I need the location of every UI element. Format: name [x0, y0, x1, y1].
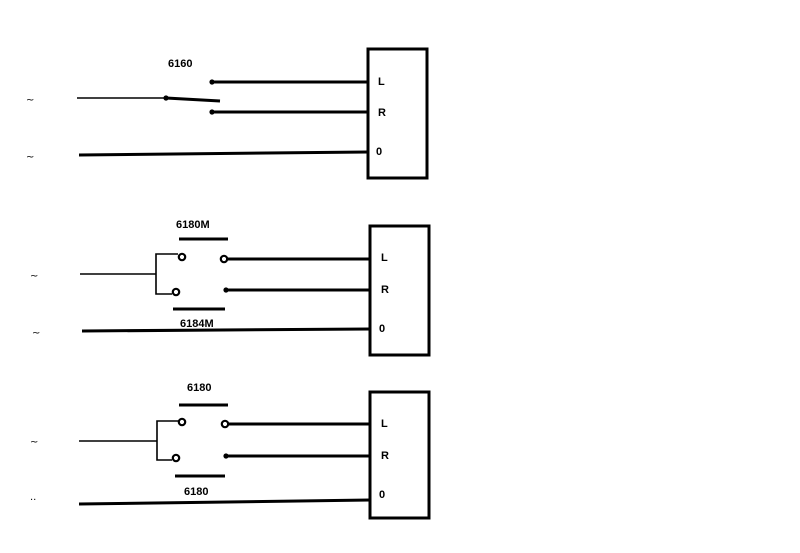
contact-out-l	[220, 419, 230, 429]
switch-label-bottom: 6184M	[180, 318, 214, 330]
diagram-1: ~ ~ 6160 L R 0	[26, 47, 429, 180]
switch-label-top: 6180M	[176, 219, 210, 231]
terminal-label-0: 0	[379, 323, 385, 335]
terminal-label-r: R	[381, 284, 389, 296]
diagram-3: ~ .. 6180 6180 L R 0	[30, 382, 431, 520]
switch-branch-wire	[156, 420, 179, 461]
supply-symbol-neutral: ~	[32, 328, 40, 339]
contact-in-up	[177, 417, 187, 427]
wire-neutral	[81, 327, 371, 333]
wire-neutral	[78, 498, 371, 506]
terminal-label-r: R	[381, 450, 389, 462]
terminal-label-r: R	[378, 107, 386, 119]
contact-out-l	[219, 254, 229, 264]
diagram-2: ~ ~ 6180M 6184M L R 0	[30, 219, 431, 357]
supply-symbol-neutral: ..	[30, 492, 36, 503]
motor-terminal-box	[366, 47, 429, 180]
supply-symbol-live: ~	[30, 271, 38, 282]
contact-in-up	[177, 252, 187, 262]
switch-label-top: 6180	[187, 382, 211, 394]
supply-symbol-live: ~	[26, 95, 34, 106]
supply-symbol-neutral: ~	[26, 152, 34, 163]
switch-label: 6160	[168, 58, 192, 70]
switch-label-bottom: 6180	[184, 486, 208, 498]
wire-neutral	[78, 150, 369, 157]
supply-symbol-live: ~	[30, 437, 38, 448]
contact-in-down	[171, 453, 181, 463]
switch-branch-wire	[155, 253, 178, 295]
motor-terminal-box	[368, 390, 431, 520]
motor-terminal-box	[368, 224, 431, 357]
terminal-label-0: 0	[376, 146, 382, 158]
terminal-label-l: L	[378, 76, 385, 88]
terminal-label-l: L	[381, 418, 388, 430]
terminal-label-0: 0	[379, 489, 385, 501]
terminal-label-l: L	[381, 252, 388, 264]
contact-in-down	[171, 287, 181, 297]
switch-blade	[165, 96, 221, 103]
